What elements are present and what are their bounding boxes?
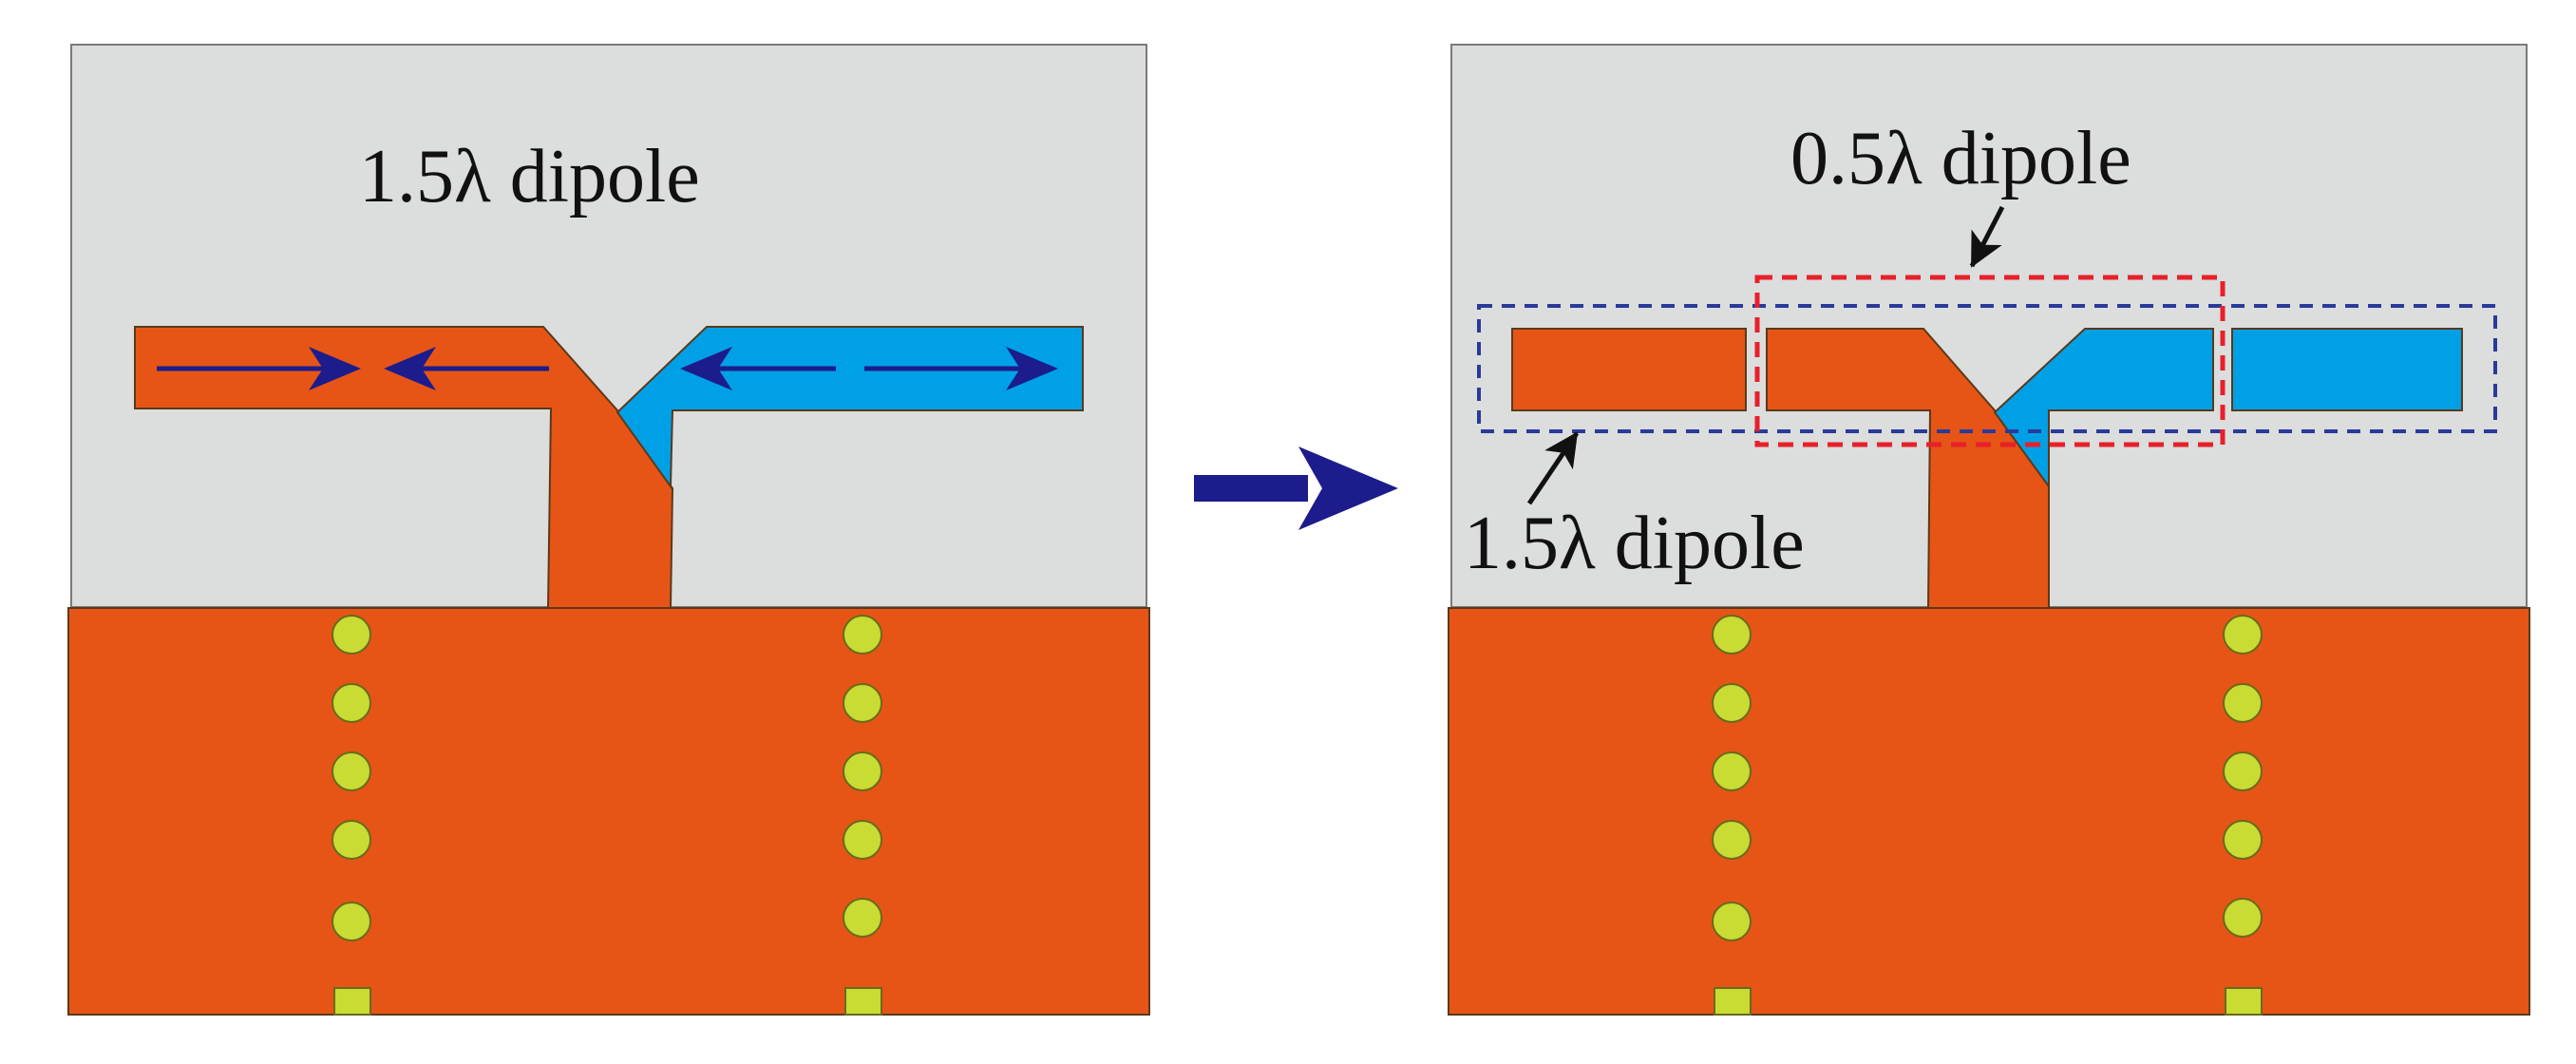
right-blue-arm xyxy=(1993,328,2214,490)
blue-dashed-outline xyxy=(1477,304,2497,433)
via xyxy=(331,615,371,655)
via xyxy=(843,683,882,723)
via xyxy=(1712,820,1752,860)
via xyxy=(2223,683,2263,723)
via-pad xyxy=(844,987,882,1016)
via xyxy=(2223,820,2263,860)
left-orange-arm xyxy=(134,326,674,609)
right-via-column-1 xyxy=(1712,615,1752,1016)
via xyxy=(331,902,371,941)
via xyxy=(1712,902,1752,941)
parasitic-strip-right xyxy=(2231,328,2463,411)
right-bottom-label: 1.5λ dipole xyxy=(1464,502,1805,585)
via xyxy=(2223,615,2263,655)
left-via-column-1 xyxy=(331,615,371,1016)
via-pad xyxy=(1714,987,1752,1016)
right-via-column-2 xyxy=(2223,615,2263,1016)
left-ground-plane xyxy=(67,607,1150,1016)
via xyxy=(843,898,882,938)
via xyxy=(331,683,371,723)
left-current-arrows xyxy=(157,347,1058,390)
via xyxy=(843,820,882,860)
via xyxy=(331,820,371,860)
pointer-arrow-top xyxy=(1969,205,2005,268)
via xyxy=(2223,898,2263,938)
right-orange-arm xyxy=(1766,328,2050,609)
via xyxy=(331,751,371,791)
parasitic-strip-left xyxy=(1511,328,1747,411)
left-title-label: 1.5λ dipole xyxy=(359,135,700,218)
via xyxy=(843,751,882,791)
pointer-arrow-bottom xyxy=(1526,431,1580,505)
via-pad xyxy=(2225,987,2263,1016)
right-antenna-panel: 0.5λ dipole 1.5λ dipole xyxy=(1448,44,2530,1016)
right-top-label: 0.5λ dipole xyxy=(1790,117,2131,200)
transition-arrow xyxy=(1194,446,1398,530)
left-antenna-panel: 1.5λ dipole xyxy=(67,44,1150,1016)
via xyxy=(1712,751,1752,791)
via xyxy=(1712,615,1752,655)
via xyxy=(1712,683,1752,723)
red-dashed-outline xyxy=(1754,275,2226,447)
right-ground-plane xyxy=(1448,607,2530,1016)
left-via-column-2 xyxy=(843,615,882,1016)
via xyxy=(2223,751,2263,791)
via xyxy=(843,615,882,655)
via-pad xyxy=(333,987,371,1016)
